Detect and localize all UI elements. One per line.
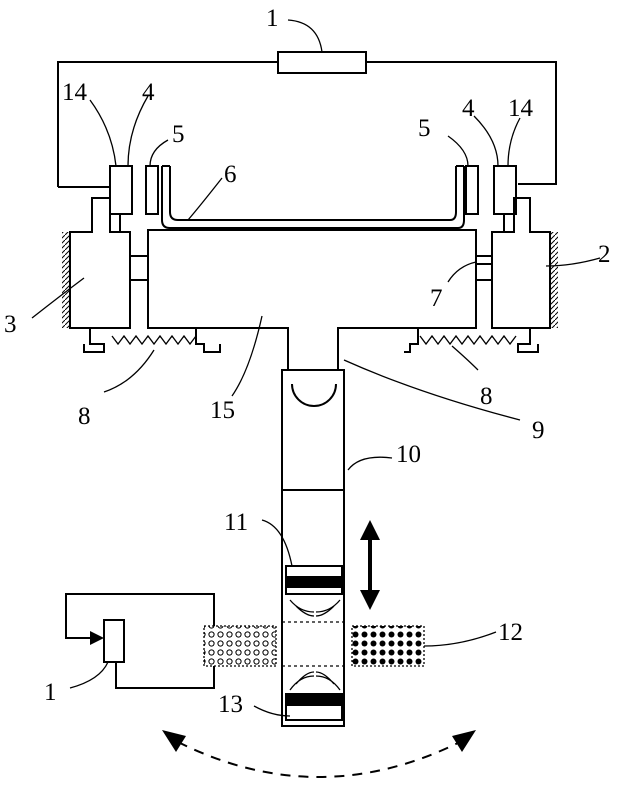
label-4-right: 4	[462, 95, 475, 122]
coil-12-right	[352, 626, 424, 666]
left-coil-4	[110, 166, 132, 214]
label-5-right: 5	[418, 115, 431, 142]
curved-dashed-double-arrow-icon	[162, 730, 476, 777]
label-1-top: 1	[266, 5, 279, 32]
bottom-resistor	[104, 620, 124, 662]
label-12: 12	[498, 619, 523, 646]
left-coil-assembly	[110, 166, 158, 232]
label-7: 7	[430, 285, 443, 312]
label-6: 6	[224, 161, 237, 188]
label-8-right: 8	[480, 383, 493, 410]
label-3: 3	[4, 311, 17, 338]
left-support-3	[62, 198, 148, 352]
main-body-15	[148, 230, 476, 384]
right-support-2	[476, 198, 558, 352]
right-coil-4	[494, 166, 516, 214]
top-resistor	[278, 52, 366, 73]
label-1-bottom: 1	[44, 679, 57, 706]
label-2: 2	[598, 241, 611, 268]
right-magnet-5	[466, 166, 478, 214]
label-13: 13	[218, 691, 243, 718]
label-5-left: 5	[172, 121, 185, 148]
coil-12-left	[204, 626, 276, 666]
left-magnet-5	[146, 166, 158, 214]
right-coil-assembly	[466, 166, 516, 232]
label-8-left: 8	[78, 403, 91, 430]
bottom-circuit	[66, 594, 214, 688]
label-14-left: 14	[62, 79, 88, 106]
up-down-arrow-icon	[360, 520, 380, 610]
label-10: 10	[396, 441, 421, 468]
label-15: 15	[210, 397, 235, 424]
label-14-right: 14	[508, 95, 534, 122]
label-4-left: 4	[142, 79, 155, 106]
label-9: 9	[532, 417, 545, 444]
label-11: 11	[224, 509, 248, 536]
springs-8	[112, 336, 516, 344]
